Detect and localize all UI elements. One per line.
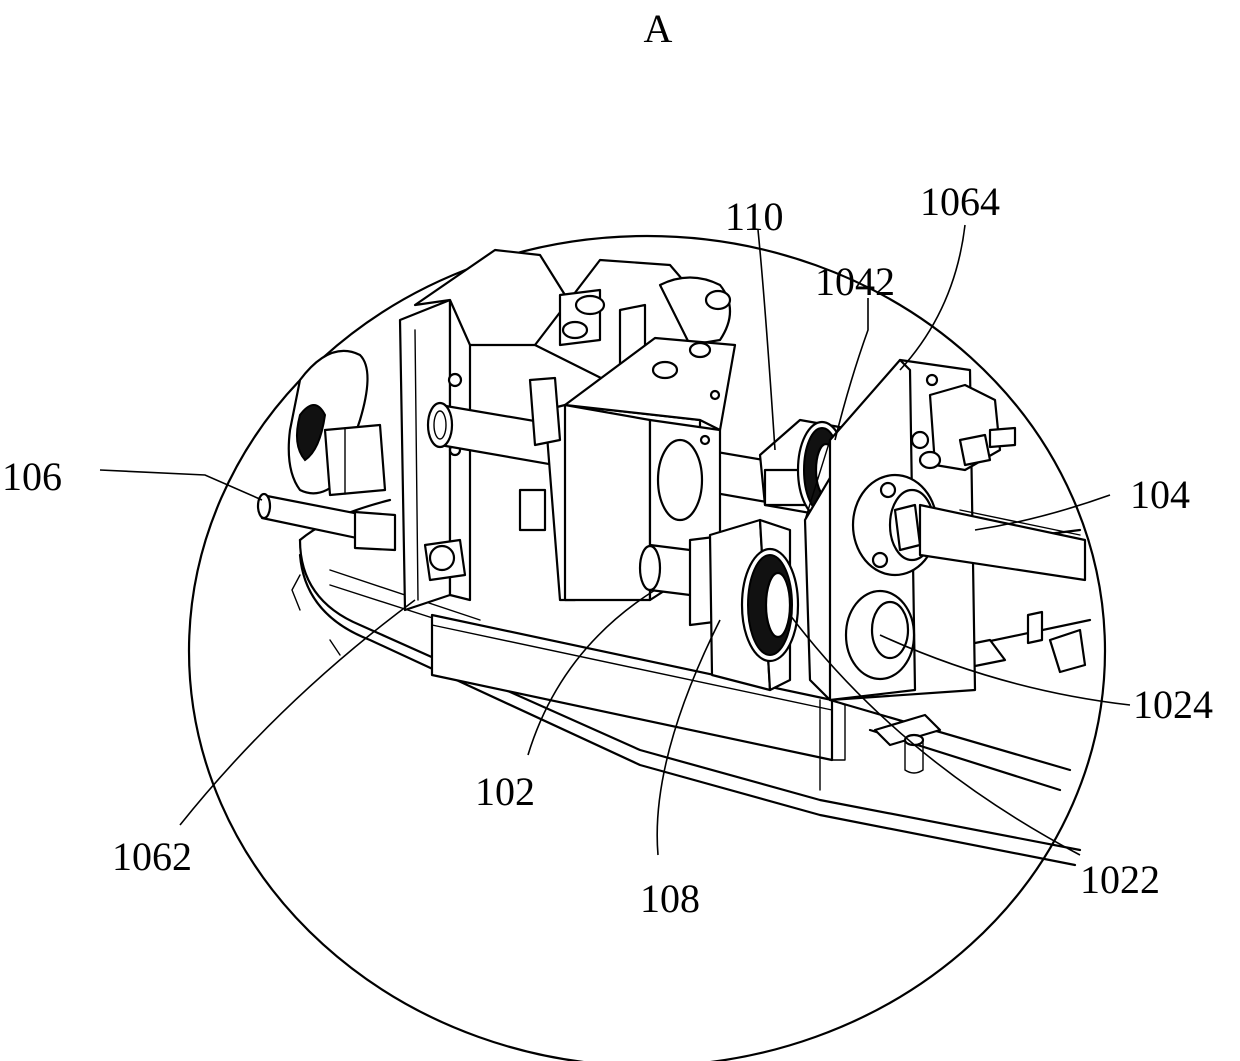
leader-108: [657, 620, 720, 855]
gear-1022: [742, 549, 798, 661]
leader-106: [100, 470, 262, 500]
label-104: 104: [1130, 472, 1190, 517]
leader-110: [758, 230, 775, 450]
label-108: 108: [640, 876, 700, 921]
label-102: 102: [475, 769, 535, 814]
left-cam: [289, 351, 385, 495]
mechanism-assembly: [258, 250, 1090, 865]
leader-1064: [900, 225, 965, 370]
shaft-106: [258, 494, 395, 550]
label-1024: 1024: [1133, 682, 1213, 727]
label-106: 106: [2, 454, 62, 499]
figure-title: A: [644, 6, 673, 51]
label-1042: 1042: [815, 259, 895, 304]
label-110: 110: [725, 194, 784, 239]
label-1064: 1064: [920, 179, 1000, 224]
label-1022: 1022: [1080, 857, 1160, 902]
label-1062: 1062: [112, 834, 192, 879]
